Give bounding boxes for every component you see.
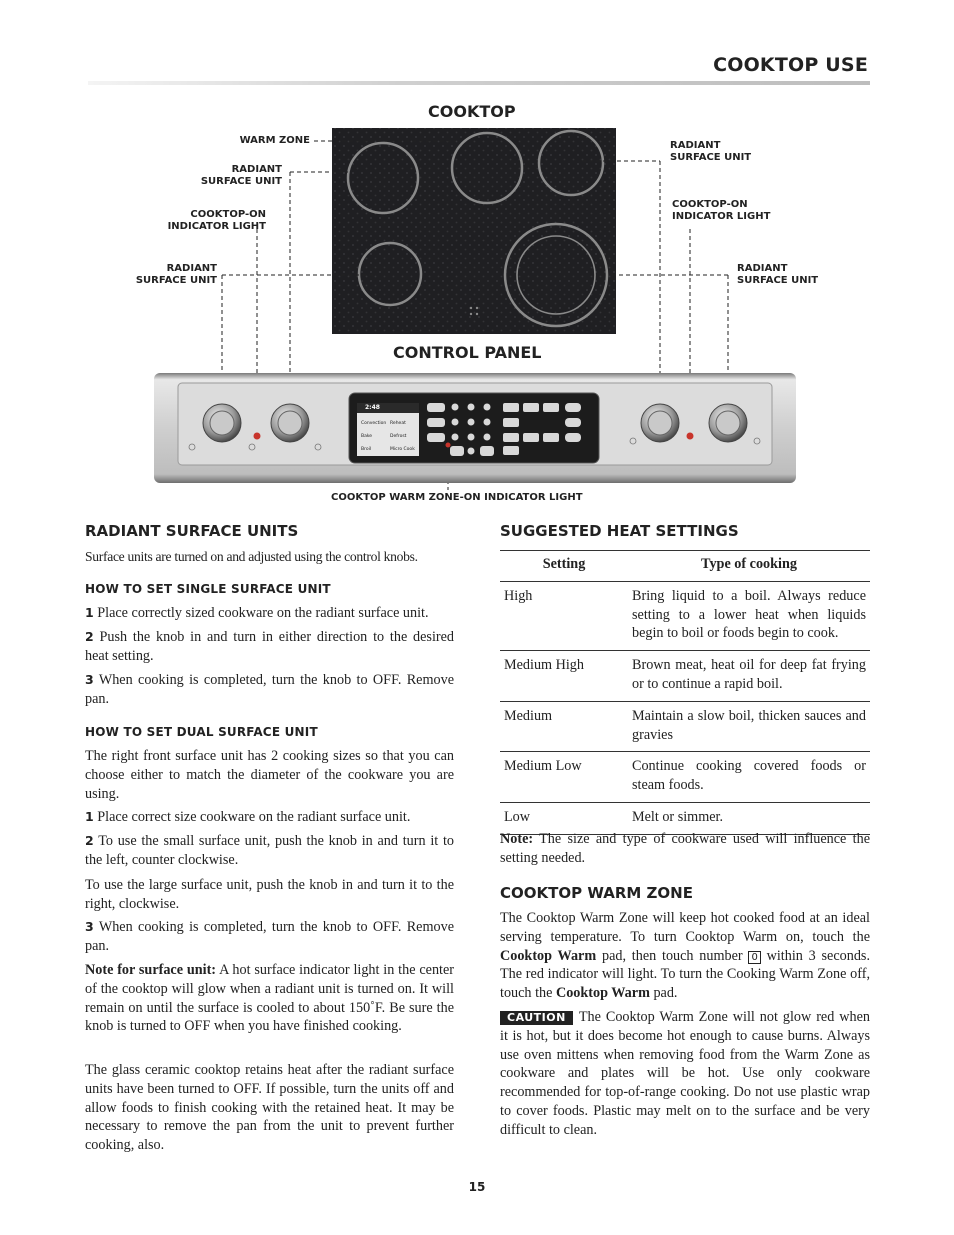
callout-radiant-right-bottom: RADIANT SURFACE UNIT — [737, 263, 819, 286]
type-cell: Continue cooking covered foods or steam … — [628, 751, 870, 803]
burner-right-front-outer — [503, 222, 609, 328]
display-buttons: Convection Reheat Bake Defrost Broil Mic… — [361, 417, 419, 456]
callout-radiant-left-bottom: RADIANT SURFACE UNIT — [135, 263, 217, 286]
callout-indicator-left: COOKTOP-ON INDICATOR LIGHT — [167, 209, 266, 232]
step-number: 3 — [85, 672, 94, 687]
cooktop-warm-pad-label: Cooktop Warm — [500, 947, 597, 964]
column-header-type: Type of cooking — [628, 550, 870, 582]
burner-left-rear — [346, 141, 420, 215]
step-text: Place correctly sized cookware on the ra… — [97, 605, 429, 621]
dual-large-text: To use the large surface unit, push the … — [85, 877, 454, 912]
display-button: Broil — [361, 447, 372, 452]
callout-indicator-right: COOKTOP-ON INDICATOR LIGHT — [672, 199, 771, 222]
caution-badge: CAUTION — [500, 1011, 573, 1025]
callout-radiant-right-top: RADIANT SURFACE UNIT — [670, 140, 752, 163]
caution-text: The Cooktop Warm Zone will not glow red … — [500, 1009, 870, 1138]
heat-note: Note: The size and type of cookware used… — [500, 830, 870, 868]
step-text: When cooking is completed, turn the knob… — [85, 919, 455, 954]
step-number: 2 — [85, 833, 94, 848]
cooktop-title: COOKTOP — [428, 102, 516, 121]
setting-cell: High — [500, 581, 628, 652]
radiant-intro: Surface units are turned on and adjusted… — [85, 549, 418, 564]
number-key: 0 — [748, 950, 761, 964]
step-number: 2 — [85, 629, 94, 644]
type-cell: Bring liquid to a boil. Always reduce se… — [628, 581, 870, 652]
column-header-setting: Setting — [500, 550, 628, 582]
radiant-section-title: RADIANT SURFACE UNITS — [85, 522, 299, 540]
burner-right-rear — [537, 129, 605, 197]
display-button: Defrost — [390, 434, 407, 439]
step-text: Place correct size cookware on the radia… — [97, 809, 411, 825]
note-text: A hot surface indicator light in the cen… — [85, 962, 454, 1035]
dual-unit-title: HOW TO SET DUAL SURFACE UNIT — [85, 725, 318, 739]
dual-step-2: 2 To use the small surface unit, push th… — [85, 832, 454, 870]
setting-cell: Medium High — [500, 650, 628, 702]
glass-ceramic-text: The glass ceramic cooktop retains heat a… — [85, 1062, 454, 1154]
note-text: The size and type of cookware used will … — [500, 831, 870, 866]
step-number: 3 — [85, 919, 94, 934]
setting-cell: Low — [500, 802, 628, 835]
step-text: Push the knob in and turn in either dire… — [85, 629, 454, 664]
right-knobs — [640, 403, 748, 443]
burner-left-front — [357, 241, 423, 307]
note-label: Note: — [500, 831, 534, 847]
step-number: 1 — [85, 809, 94, 824]
display-time: 2:48 — [365, 404, 380, 411]
step-text: When cooking is completed, turn the knob… — [85, 672, 455, 707]
warm-text: within 3 seconds. The red indicator will… — [500, 947, 870, 1002]
dual-step-3: 3 When cooking is completed, turn the kn… — [85, 918, 454, 956]
type-cell: Melt or simmer. — [628, 802, 870, 835]
callout-warm-zone: WARM ZONE — [239, 135, 310, 146]
single-unit-title: HOW TO SET SINGLE SURFACE UNIT — [85, 582, 331, 596]
dual-step-1: 1 Place correct size cookware on the rad… — [85, 808, 454, 827]
page-header-title: COOKTOP USE — [713, 54, 868, 76]
heat-settings-title: SUGGESTED HEAT SETTINGS — [500, 522, 739, 540]
surface-note: Note for surface unit: A hot surface ind… — [85, 961, 454, 1036]
cooktop-diagram — [154, 128, 796, 490]
warm-text: pad, then touch number — [596, 947, 749, 964]
warm-zone-indicator-light — [445, 442, 451, 448]
display-button: Micro Cook — [390, 447, 415, 452]
warm-zone-burner — [450, 131, 524, 205]
type-cell: Brown meat, heat oil for deep fat frying… — [628, 650, 870, 702]
cooktop-warm-pad-label: Cooktop Warm — [555, 985, 650, 1002]
table-header-row: Setting Type of cooking — [500, 550, 870, 582]
burner-right-front-inner — [516, 235, 596, 315]
warm-zone-paragraph: The Cooktop Warm Zone will keep hot cook… — [500, 909, 870, 1003]
single-step-3: 3 When cooking is completed, turn the kn… — [85, 671, 454, 709]
step-text: To use the small surface unit, push the … — [85, 833, 454, 868]
note-label: Note for surface unit: — [85, 962, 217, 978]
callout-radiant-left-top: RADIANT SURFACE UNIT — [200, 164, 282, 187]
type-cell: Maintain a slow boil, thicken sauces and… — [628, 701, 870, 753]
page-number: 15 — [468, 1180, 486, 1194]
dual-intro: The right front surface unit has 2 cooki… — [85, 748, 454, 802]
warm-zone-title: COOKTOP WARM ZONE — [500, 884, 693, 902]
cooktop-glass — [332, 128, 616, 334]
warm-text: pad. — [649, 985, 678, 1002]
callout-warm-zone-indicator: COOKTOP WARM ZONE-ON INDICATOR LIGHT — [331, 492, 583, 503]
setting-cell: Medium — [500, 701, 628, 753]
warm-text: The Cooktop Warm Zone will keep hot cook… — [500, 910, 870, 945]
control-panel-title: CONTROL PANEL — [393, 343, 542, 362]
display-button: Bake — [361, 434, 373, 439]
display-button: Reheat — [390, 421, 406, 426]
single-step-1: 1 Place correctly sized cookware on the … — [85, 604, 454, 623]
step-number: 1 — [85, 605, 94, 620]
header-rule — [88, 81, 870, 85]
display-button: Convection — [361, 421, 387, 426]
setting-cell: Medium Low — [500, 751, 628, 803]
left-knobs — [202, 403, 310, 443]
single-step-2: 2 Push the knob in and turn in either di… — [85, 628, 454, 666]
